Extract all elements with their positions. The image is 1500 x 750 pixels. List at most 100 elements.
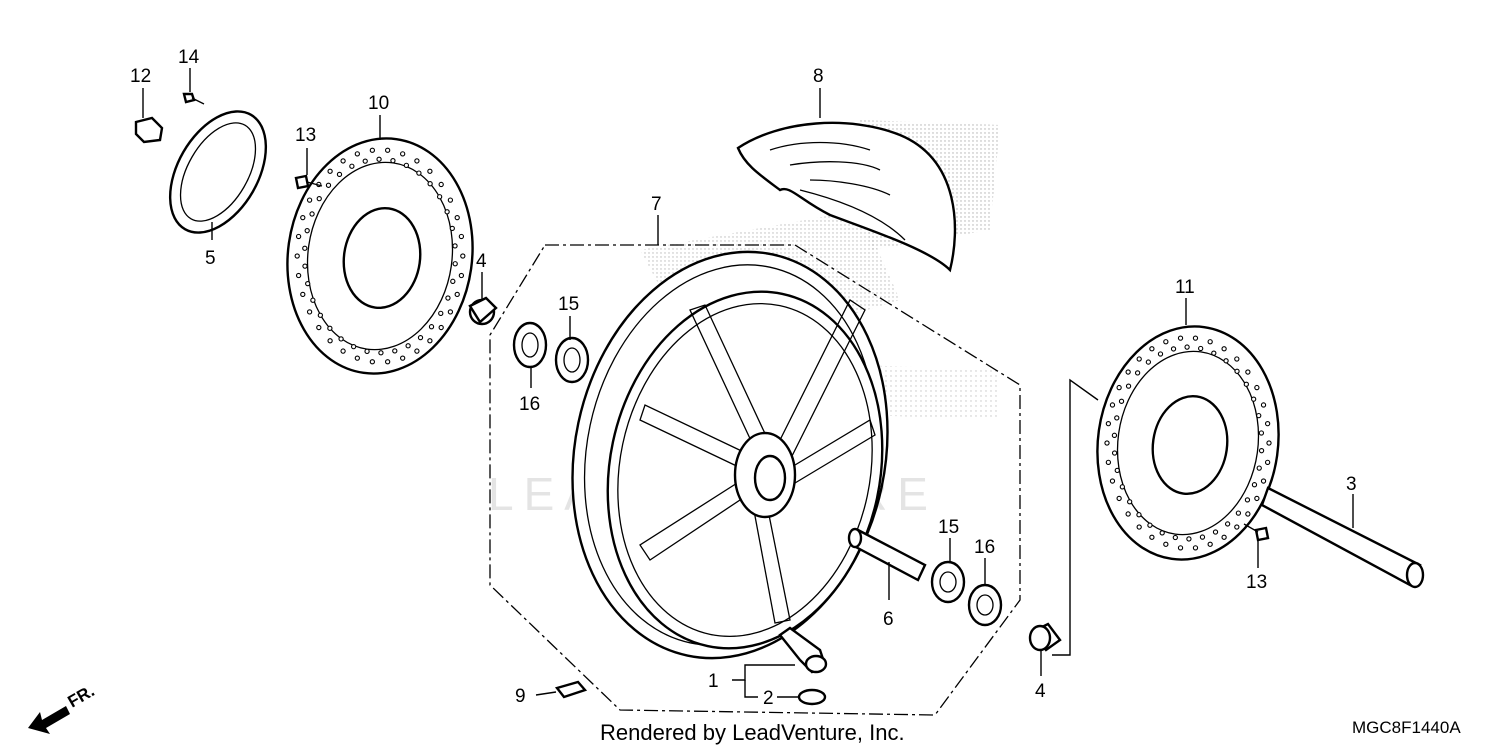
disc-hole <box>1207 339 1213 345</box>
disc-hole <box>306 197 313 203</box>
disc-hole <box>340 158 346 164</box>
disc-hole <box>1264 459 1271 465</box>
disc-hole <box>1163 541 1169 547</box>
disc-hole <box>1198 345 1204 352</box>
disc-hole <box>1114 467 1120 474</box>
disc-hole <box>1192 335 1199 341</box>
brake-disc-right <box>1096 325 1280 561</box>
disc-hole <box>294 253 300 259</box>
disc-hole <box>1149 346 1155 352</box>
disc-hole <box>1111 450 1118 456</box>
disc-hole <box>354 151 360 157</box>
disc-hole <box>427 168 433 174</box>
disc-hole <box>1260 478 1267 484</box>
disc-hole <box>1163 339 1169 345</box>
callout-labels: 12 14 5 13 10 4 15 16 7 8 11 3 15 16 6 1… <box>130 47 1357 709</box>
disc-hole <box>350 344 357 350</box>
disc-hole <box>1234 356 1240 362</box>
balance-weight <box>554 680 588 699</box>
disc-hole <box>364 348 370 354</box>
disc-hole <box>1224 521 1231 527</box>
disc-hole <box>1116 384 1122 391</box>
disc-hole <box>400 355 406 361</box>
disc-hole <box>310 297 316 303</box>
disc-hole <box>454 214 460 221</box>
disc-hole <box>405 343 411 349</box>
disc-hole <box>1104 440 1110 446</box>
disc-hole <box>447 197 454 203</box>
disc-hole <box>427 338 433 344</box>
disc-hole <box>390 158 396 164</box>
disc-hole <box>1256 412 1262 419</box>
disc-hole <box>414 158 420 164</box>
disc-hole <box>1244 497 1251 503</box>
disc-hole <box>1136 356 1142 362</box>
disc-hole <box>362 158 368 164</box>
disc-hole <box>1105 421 1112 427</box>
disc-hole <box>305 280 311 287</box>
tire <box>736 121 957 273</box>
hub-assembly-outline <box>489 244 1021 716</box>
disc-hole <box>369 359 376 365</box>
screw-13-upper <box>294 174 323 190</box>
disc-hole <box>1207 541 1213 547</box>
disc-hole <box>458 272 465 279</box>
disc-hole <box>300 214 306 221</box>
disc-hole <box>1234 524 1240 530</box>
disc-hole <box>1184 344 1190 350</box>
disc-hole <box>302 245 308 251</box>
disc-hole <box>1127 499 1133 505</box>
disc-hole <box>1159 530 1165 536</box>
disc-hole <box>1116 495 1122 502</box>
disc-hole <box>1125 383 1132 389</box>
disc-hole <box>317 312 324 318</box>
screw-14 <box>182 92 205 105</box>
disc-hole <box>1223 358 1229 364</box>
disc-hole <box>403 162 410 168</box>
disc-hole <box>295 272 302 279</box>
disc-hole <box>1170 346 1177 352</box>
disc-hole <box>1212 529 1219 535</box>
disc-hole <box>436 194 443 200</box>
disc-hole <box>1177 335 1184 341</box>
disc-hole <box>1192 545 1199 551</box>
callout-7: 7 <box>651 194 662 215</box>
bearing-lower <box>930 560 966 604</box>
disc-hole <box>327 338 333 344</box>
disc-hole <box>1245 511 1251 517</box>
disc-hole <box>340 348 346 354</box>
brake-disc-left <box>286 137 474 375</box>
disc-hole <box>1118 398 1125 404</box>
distance-collar <box>847 527 927 582</box>
disc-hole <box>428 324 435 330</box>
disc-hole <box>349 163 355 169</box>
disc-hole <box>1134 370 1141 376</box>
pulser-ring <box>168 110 268 234</box>
disc-hole <box>416 170 422 176</box>
disc-hole <box>1111 432 1118 438</box>
disc-hole <box>354 355 360 361</box>
disc-hole <box>327 168 333 174</box>
disc-hole <box>300 291 306 298</box>
disc-hole <box>378 350 384 356</box>
disc-hole <box>1186 536 1192 542</box>
callout-3: 3 <box>1346 474 1357 495</box>
disc-hole <box>1221 346 1227 352</box>
disc-hole <box>1136 524 1142 530</box>
callout-16-upper: 16 <box>519 394 540 415</box>
disc-hole <box>295 233 302 240</box>
disc-hole <box>1149 534 1155 540</box>
callout-15-upper: 15 <box>558 294 579 315</box>
disc-hole <box>1245 369 1251 375</box>
disc-hole <box>417 334 424 341</box>
dust-seal-lower <box>967 583 1003 627</box>
callout-2: 2 <box>763 688 774 709</box>
disc-hole <box>1199 534 1206 540</box>
disc-hole <box>1256 465 1262 471</box>
callout-13-lower: 13 <box>1246 572 1267 593</box>
disc-hole <box>384 359 391 365</box>
disc-hole <box>445 295 451 301</box>
callout-14: 14 <box>178 47 200 68</box>
callout-12: 12 <box>130 66 151 87</box>
